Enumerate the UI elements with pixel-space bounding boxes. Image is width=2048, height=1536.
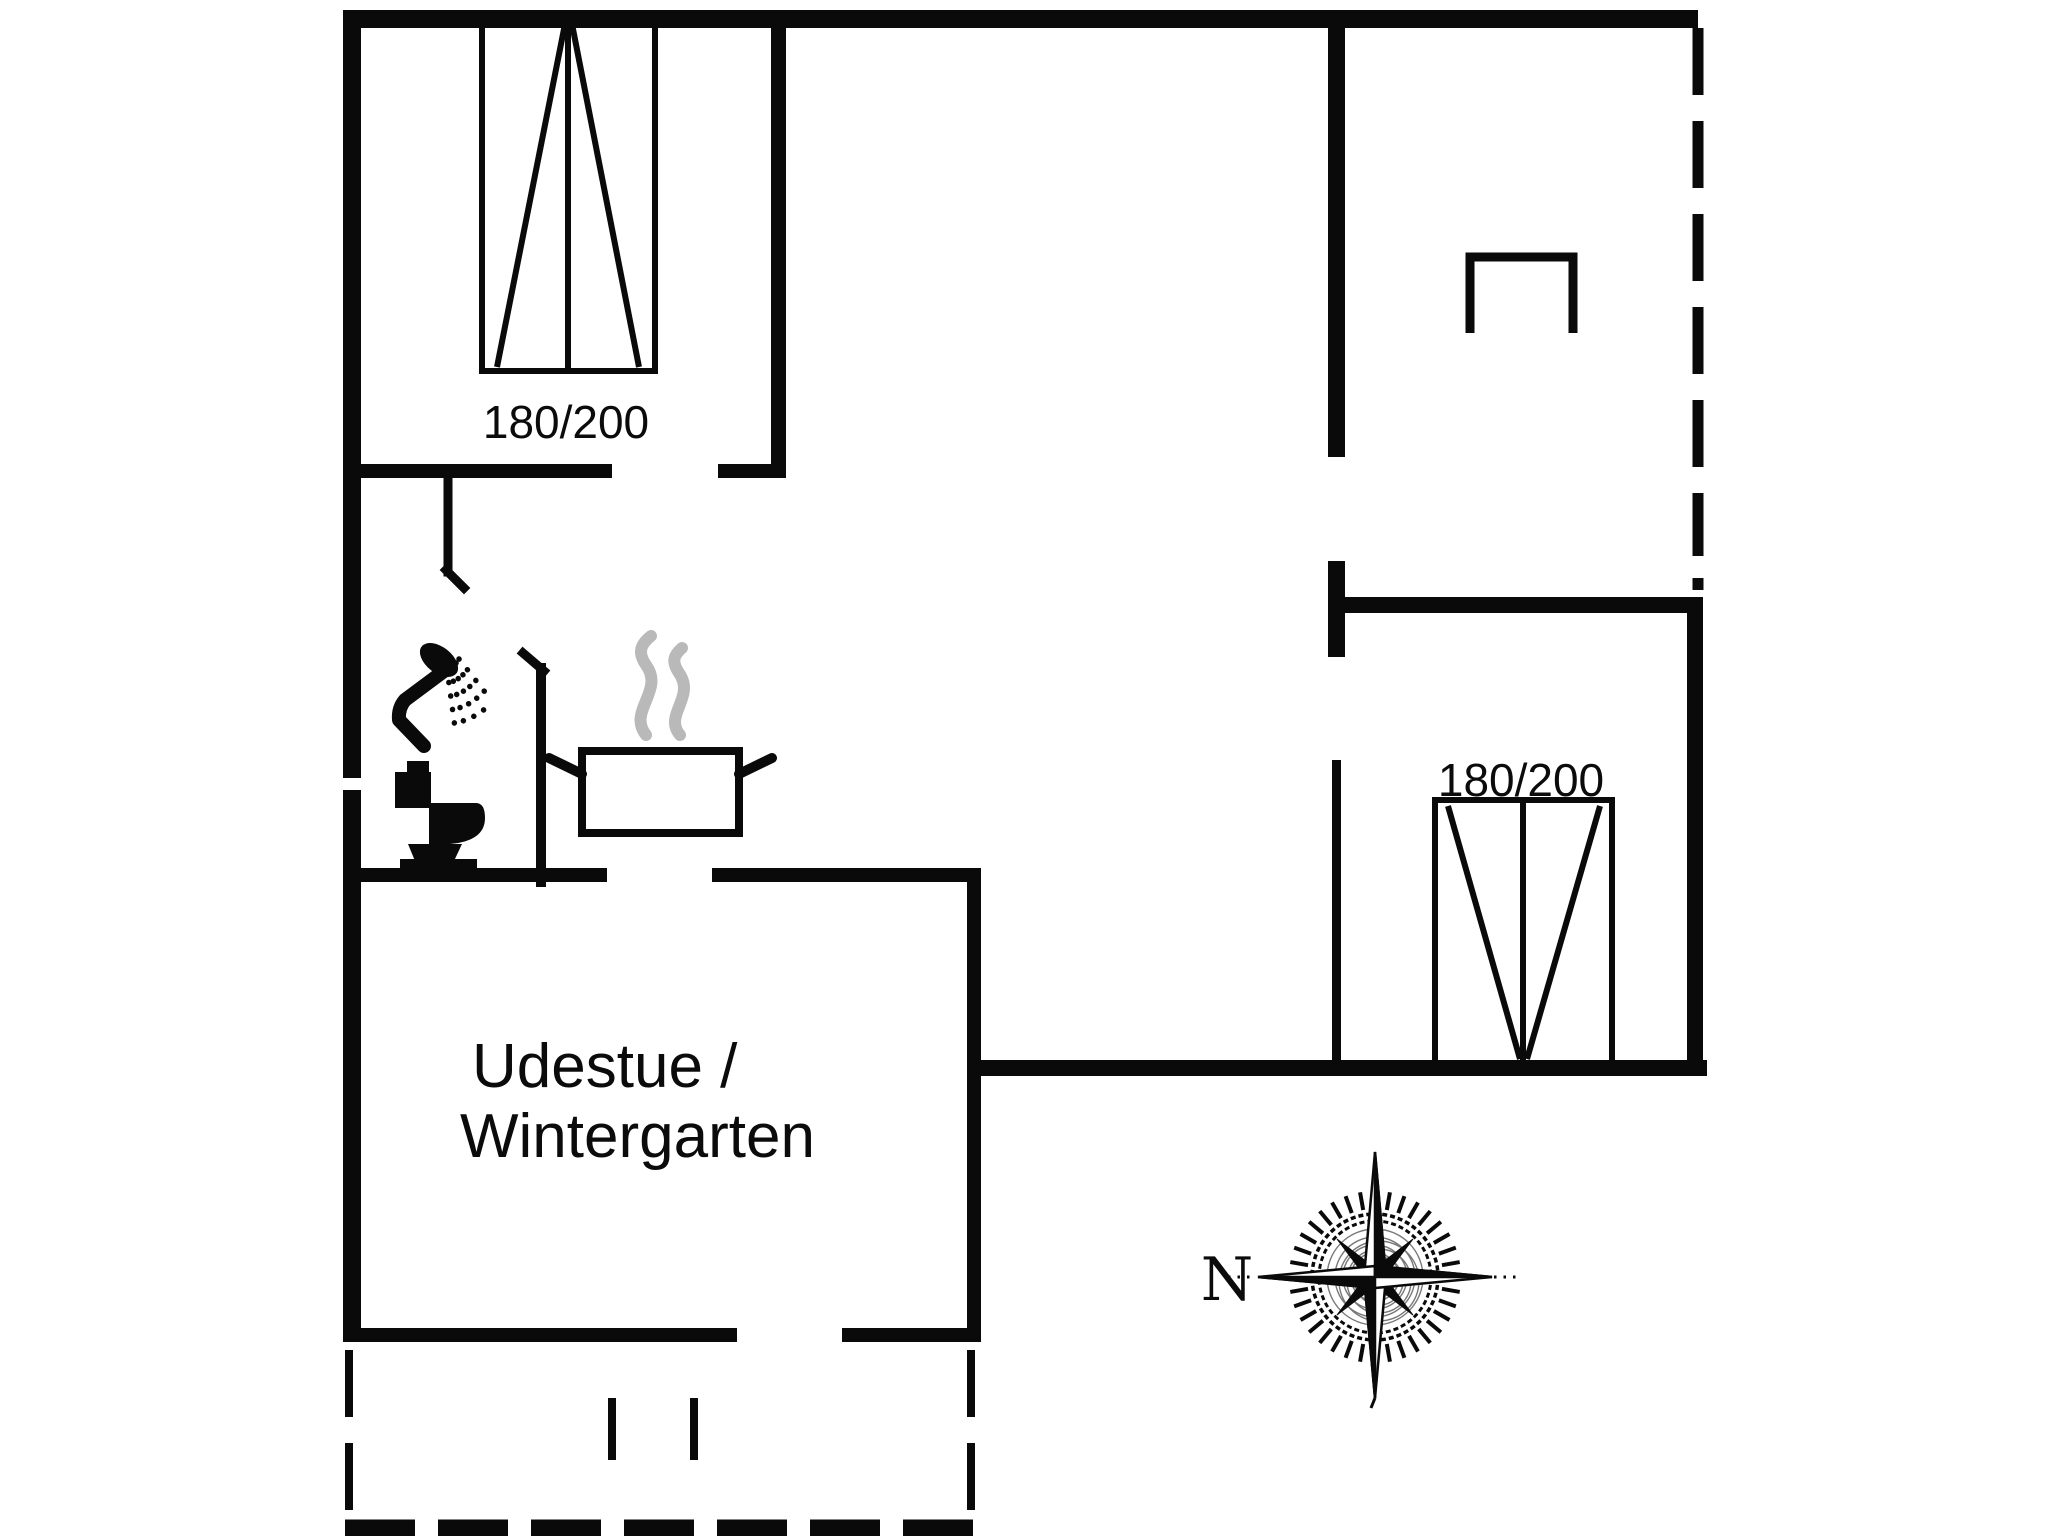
wall-center-upper (1328, 28, 1345, 457)
wall-kitchen-bottom-left (343, 868, 607, 882)
wall-center-lower (1328, 561, 1345, 657)
furniture-u-icon (1465, 252, 1578, 333)
wall-top (343, 10, 1698, 28)
shower-icon (391, 643, 495, 753)
steam-wave-2 (668, 642, 690, 741)
steam-wave-1 (634, 630, 658, 741)
bed-topleft-label: 180/200 (483, 396, 649, 448)
wall-udestue-bottom-right (842, 1328, 981, 1342)
wall-bedroom1-bottom-left (343, 464, 612, 478)
thin-partitions (439, 473, 551, 887)
wall-left-gap (341, 778, 363, 790)
wall-kitchen-bottom-right (712, 868, 981, 882)
cooking-pot-icon (544, 630, 777, 837)
room-label-line2: Wintergarten (460, 1102, 815, 1171)
bed-topleft-icon (479, 17, 658, 374)
dashed-boundaries (345, 28, 1704, 1536)
wall-right (1687, 597, 1703, 1076)
compass-rose-icon: N (1201, 1151, 1521, 1409)
wall-bedroom2-top (1330, 597, 1703, 613)
toilet-icon (395, 761, 485, 868)
wall-bedroom1-right (771, 10, 786, 478)
room-label-line1: Udestue / (472, 1032, 738, 1101)
wall-left (343, 10, 361, 1342)
wall-bedroom1-bottom-right (718, 464, 786, 478)
wall-udestue-bottom-left (343, 1328, 737, 1342)
hall-spur-foot (439, 563, 471, 595)
walls (341, 10, 1707, 1342)
bed-right-icon (1432, 797, 1615, 1066)
wall-bedroom2-left-thin (1332, 760, 1341, 1063)
wall-udestue-right (967, 868, 981, 1342)
compass-north-label: N (1201, 1245, 1254, 1315)
